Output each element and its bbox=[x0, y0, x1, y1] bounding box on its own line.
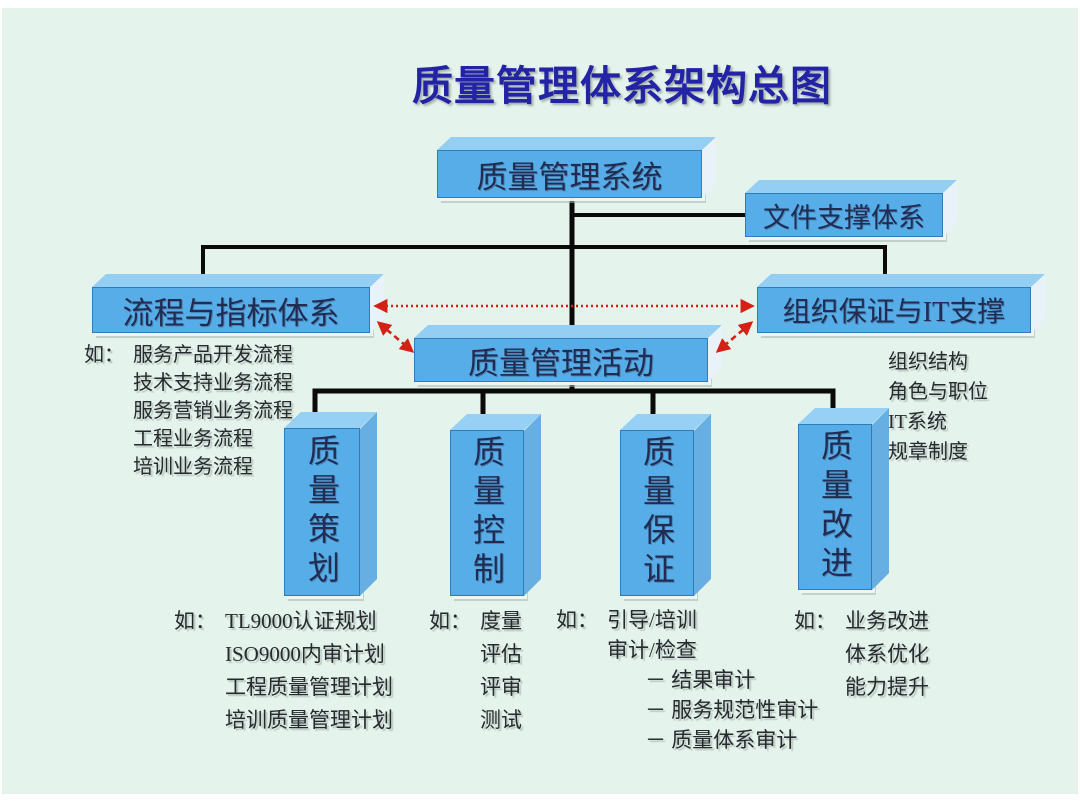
note-item: 组织结构 bbox=[888, 351, 968, 373]
pillar-label-assurance: 质量保证 bbox=[639, 435, 675, 591]
line-system-to-side-boxes bbox=[201, 245, 887, 290]
improvement-examples-note: 如： 业务改进 体系优化 能力提升 bbox=[794, 605, 929, 704]
box-label-process-index: 流程与指标体系 bbox=[122, 295, 340, 331]
org-examples-note: 组织结构 角色与职位 IT系统 规章制度 bbox=[888, 347, 988, 467]
note-item: ISO9000内审计划 bbox=[225, 642, 385, 666]
arrow-process-activity-relation bbox=[376, 321, 415, 353]
note-item: 角色与职位 bbox=[888, 381, 988, 403]
note-item: TL9000认证规划 bbox=[225, 609, 377, 633]
note-item: 工程质量管理计划 bbox=[225, 675, 393, 699]
box-label-document-support: 文件支撑体系 bbox=[763, 202, 925, 233]
pillar-label-planning: 质量策划 bbox=[304, 434, 340, 590]
note-item: 服务产品开发流程 bbox=[133, 344, 293, 366]
note-item: 测试 bbox=[480, 708, 522, 732]
note-items: 引导/培训 审计/检查 － 结果审计 － 服务规范性审计 － 质量体系审计 bbox=[607, 605, 819, 755]
note-item: － 质量体系审计 bbox=[645, 728, 798, 752]
note-item: 审计/检查 bbox=[607, 638, 697, 662]
note-prefix: 如： bbox=[429, 609, 471, 633]
planning-examples-note: 如： TL9000认证规划 ISO9000内审计划 工程质量管理计划 培训质量管… bbox=[174, 605, 393, 737]
note-items: TL9000认证规划 ISO9000内审计划 工程质量管理计划 培训质量管理计划 bbox=[225, 605, 393, 737]
page-title: 质量管理体系架构总图 bbox=[412, 63, 832, 109]
note-item: 度量 bbox=[480, 609, 522, 633]
note-item: － 服务规范性审计 bbox=[645, 698, 819, 722]
note-item: IT系统 bbox=[888, 411, 947, 433]
note-item: 能力提升 bbox=[845, 675, 929, 699]
box-label-org-it: 组织保证与IT支撑 bbox=[782, 297, 1006, 328]
note-items: 组织结构 角色与职位 IT系统 规章制度 bbox=[888, 347, 988, 467]
control-examples-note: 如： 度量 评估 评审 测试 bbox=[429, 605, 522, 737]
note-items: 度量 评估 评审 测试 bbox=[480, 605, 522, 737]
note-item: 服务营销业务流程 bbox=[133, 400, 293, 422]
note-items: 服务产品开发流程 技术支持业务流程 服务营销业务流程 工程业务流程 培训业务流程 bbox=[133, 341, 293, 481]
note-item: 技术支持业务流程 bbox=[133, 372, 293, 394]
box-label-activity: 质量管理活动 bbox=[468, 345, 654, 381]
note-prefix: 如： bbox=[174, 609, 216, 633]
note-item: 规章制度 bbox=[888, 441, 968, 463]
note-item: － 结果审计 bbox=[645, 668, 756, 692]
note-item: 培训质量管理计划 bbox=[225, 708, 393, 732]
line-bus-pillars bbox=[312, 388, 836, 422]
note-items: 业务改进 体系优化 能力提升 bbox=[845, 605, 929, 704]
pillar-label-control: 质量控制 bbox=[469, 435, 505, 591]
arrow-org-activity-relation bbox=[715, 321, 754, 353]
pillar-label-improvement: 质量改进 bbox=[817, 429, 853, 585]
box-label-system: 质量管理系统 bbox=[476, 159, 663, 195]
note-item: 引导/培训 bbox=[607, 608, 697, 632]
note-prefix: 如： bbox=[794, 609, 836, 633]
note-item: 评估 bbox=[480, 642, 522, 666]
note-prefix: 如： bbox=[84, 344, 124, 366]
note-item: 体系优化 bbox=[845, 642, 929, 666]
note-item: 业务改进 bbox=[845, 609, 929, 633]
note-prefix: 如： bbox=[556, 608, 598, 632]
note-item: 评审 bbox=[480, 675, 522, 699]
note-item: 培训业务流程 bbox=[133, 456, 253, 478]
note-item: 工程业务流程 bbox=[133, 428, 253, 450]
process-examples-note: 如： 服务产品开发流程 技术支持业务流程 服务营销业务流程 工程业务流程 培训业… bbox=[84, 341, 293, 481]
assurance-examples-note: 如： 引导/培训 审计/检查 － 结果审计 － 服务规范性审计 － 质量体系审计 bbox=[556, 605, 819, 755]
